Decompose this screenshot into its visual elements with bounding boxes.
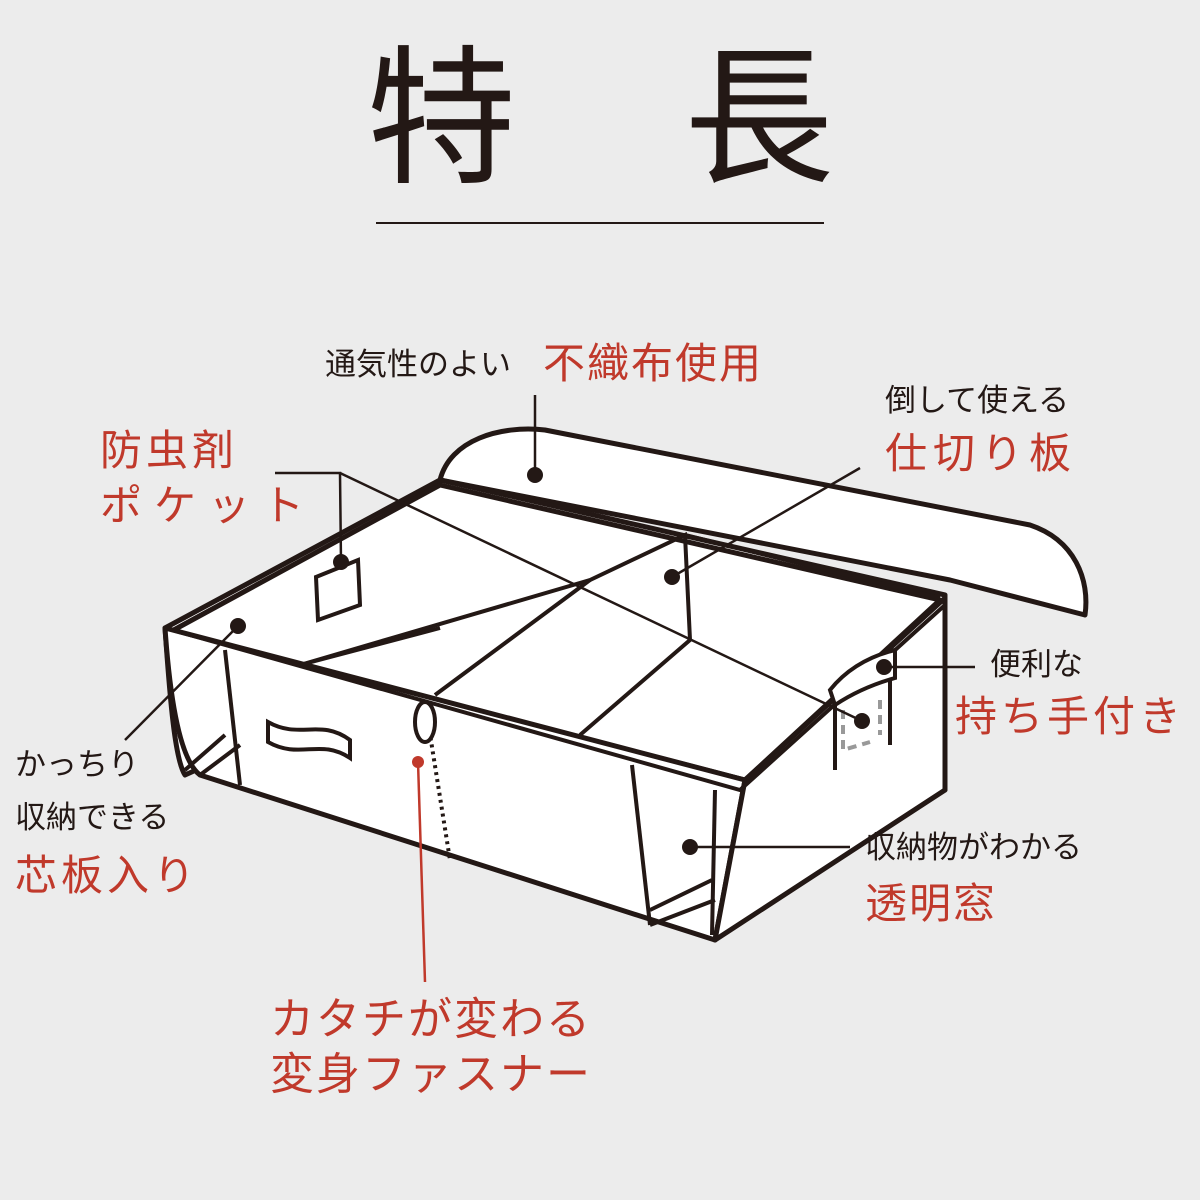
- handle-lead: 便利な: [990, 647, 1083, 683]
- zipper-line2: 変身ファスナー: [270, 1049, 592, 1100]
- title-divider: [376, 222, 824, 224]
- zipper-dot: [412, 756, 424, 768]
- handle-highlight: 持ち手付き: [955, 692, 1186, 741]
- handle-dashes: [841, 700, 882, 753]
- divider-lead: 倒して使える: [885, 383, 1070, 419]
- lid: [437, 426, 1089, 618]
- zipper-pull: [413, 700, 437, 744]
- page-title: 特 長: [366, 33, 894, 207]
- callout-dots: [230, 467, 892, 855]
- fabric-highlight: 不織布使用: [543, 339, 764, 388]
- fabric-lead: 通気性のよい: [325, 347, 511, 383]
- board-lead2: 収納できる: [15, 800, 170, 836]
- pocket-line1: 防虫剤: [100, 426, 239, 475]
- window-lead: 収納物がわかる: [865, 830, 1082, 866]
- zipper-line1: カタチが変わる: [270, 994, 592, 1045]
- board-highlight: 芯板入り: [15, 851, 200, 900]
- zipper-leader-line: [416, 761, 427, 983]
- leader-lines: [124, 395, 975, 849]
- divider-highlight: 仕切り板: [885, 429, 1078, 478]
- pocket-line2: ポケット: [100, 481, 317, 530]
- board-lead1: かっちり: [15, 747, 139, 783]
- window-highlight: 透明窓: [865, 879, 998, 928]
